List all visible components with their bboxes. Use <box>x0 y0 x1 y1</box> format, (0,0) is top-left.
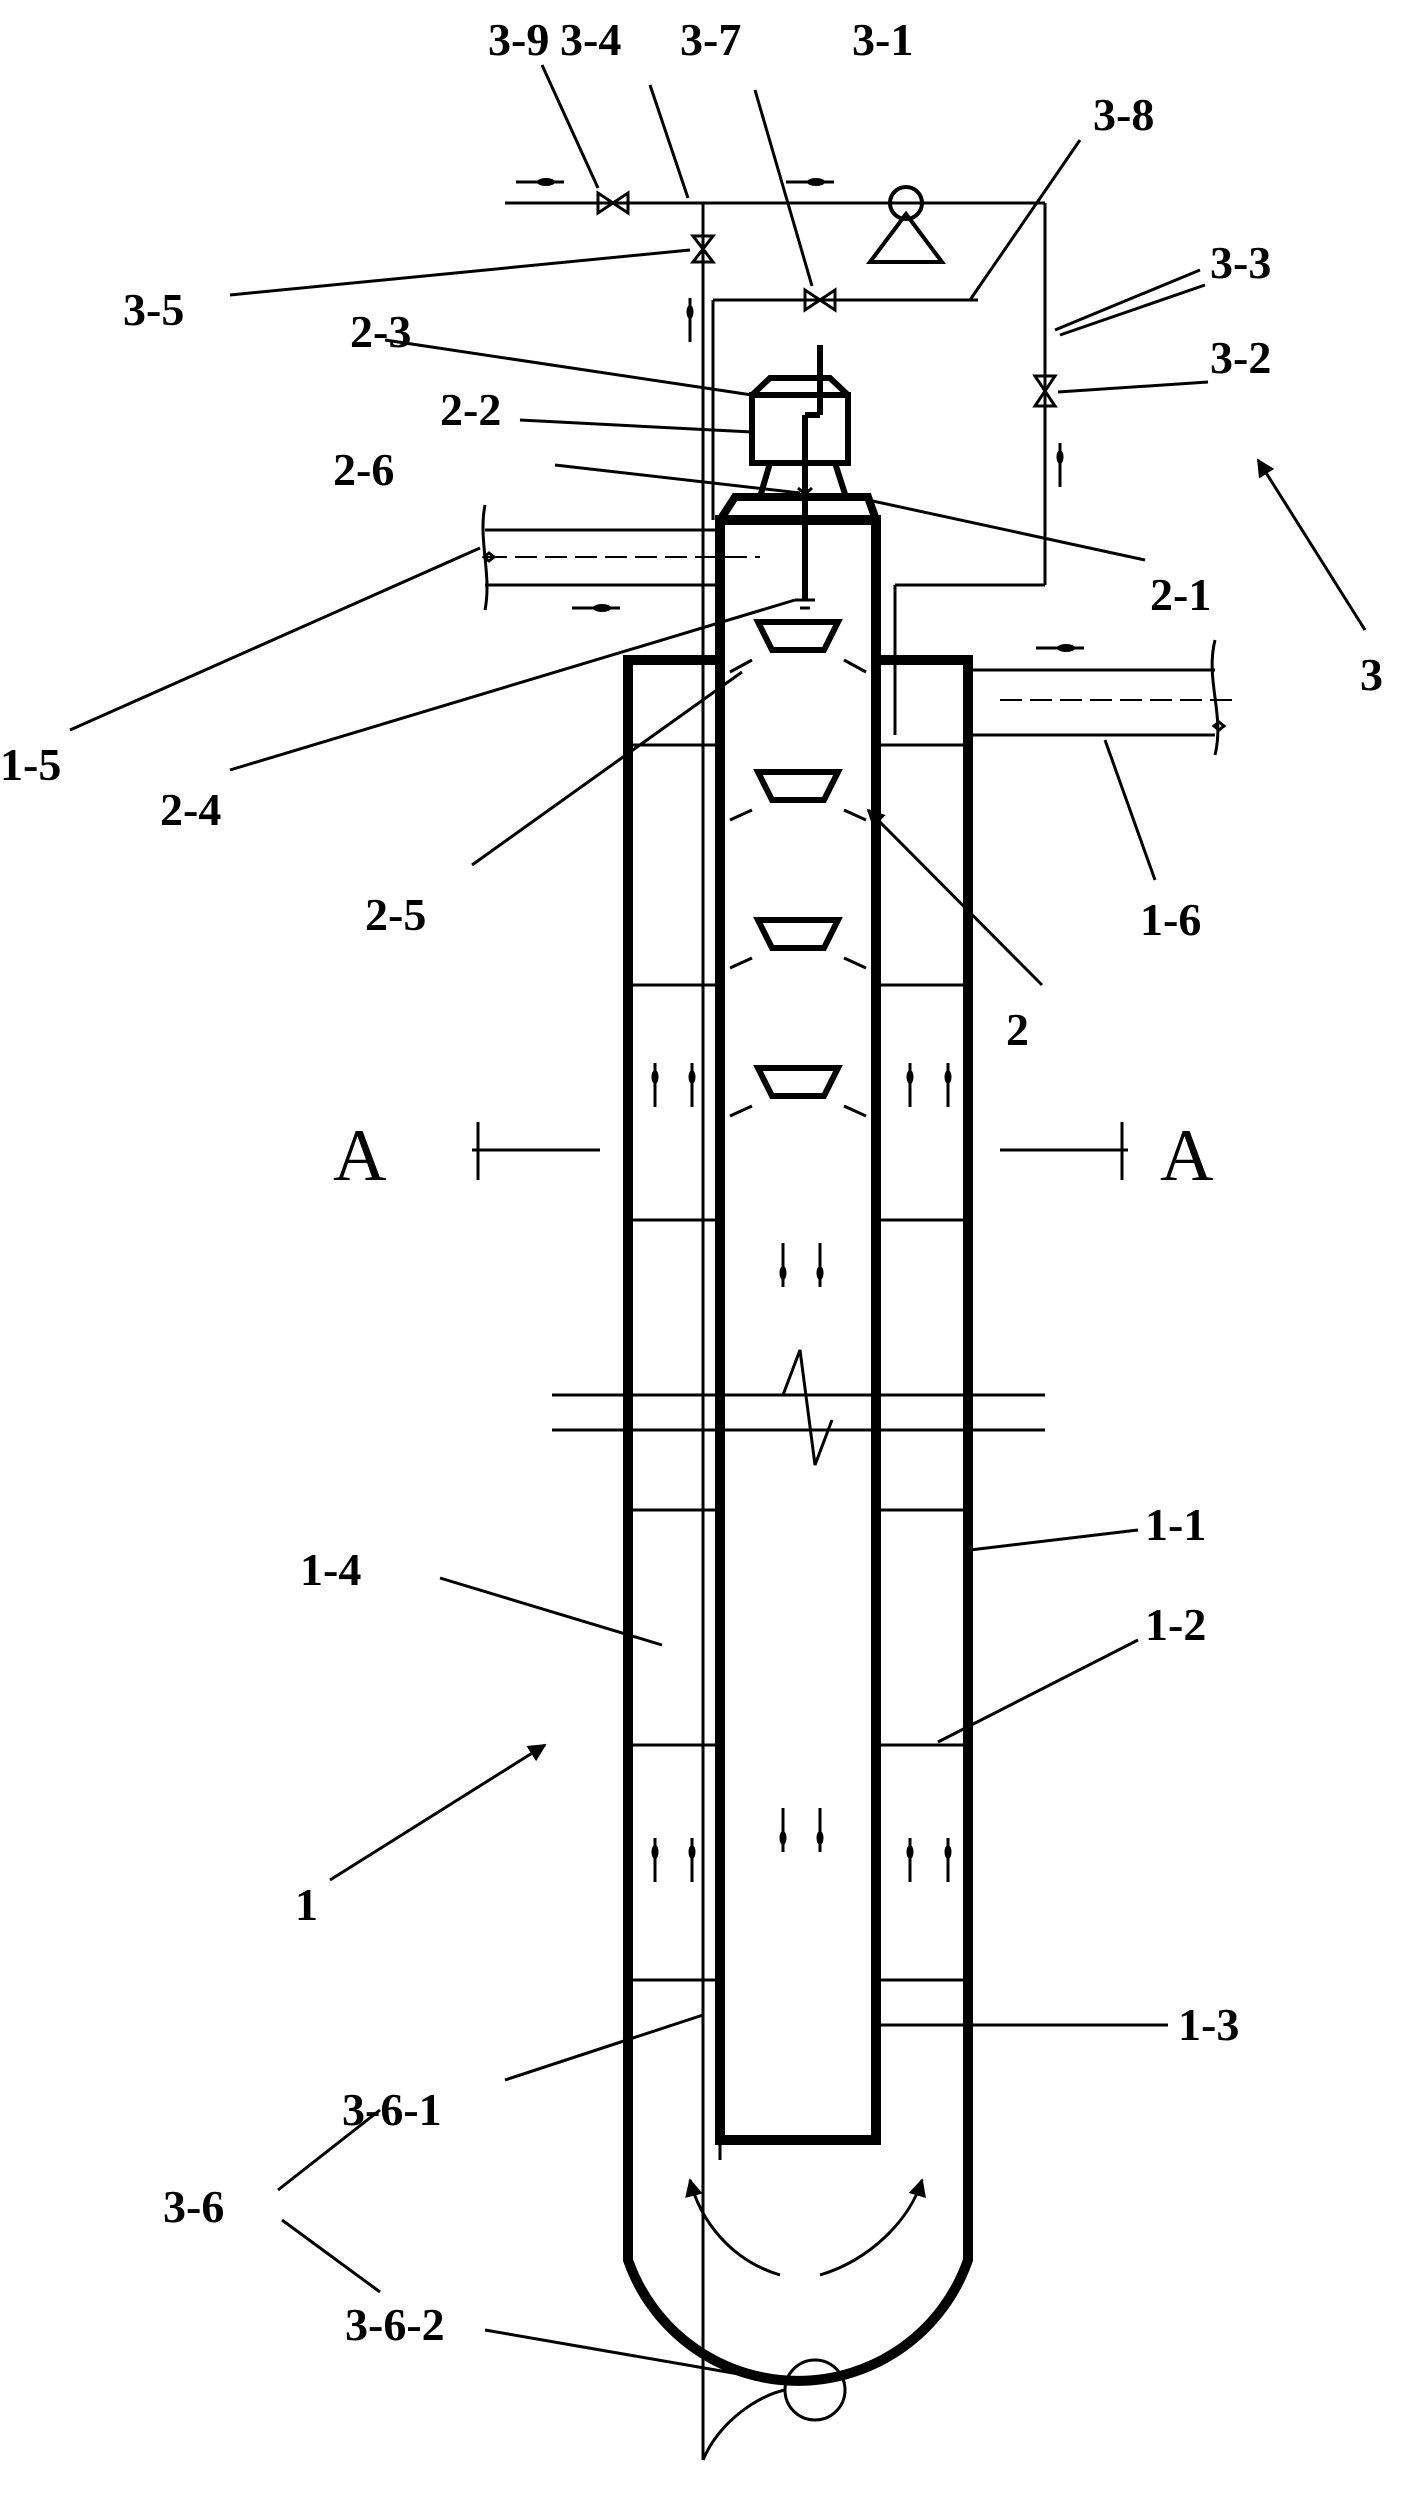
label-3-9: 3-9 <box>488 14 549 65</box>
label-2-3: 2-3 <box>350 306 411 357</box>
label-2-2: 2-2 <box>440 384 501 435</box>
label-1-5: 1-5 <box>0 739 61 790</box>
section-label-right: A <box>1160 1115 1213 1197</box>
label-3: 3 <box>1360 649 1383 700</box>
section-line <box>472 1122 1128 1180</box>
flow-arrows <box>650 1061 953 2277</box>
section-label-left: A <box>333 1115 386 1197</box>
label-2-5: 2-5 <box>365 889 426 940</box>
inner-riser-tube <box>715 515 881 2145</box>
label-2: 2 <box>1006 1004 1029 1055</box>
label-3-6-2: 3-6-2 <box>345 2299 445 2350</box>
label-2-6: 2-6 <box>333 444 394 495</box>
top-head-assembly <box>716 345 880 610</box>
baffle-plates <box>628 743 968 1982</box>
leader-lines <box>69 64 1367 2384</box>
label-2-4: 2-4 <box>160 784 221 835</box>
valve-3-5 <box>689 234 717 264</box>
outlet-pipe <box>968 639 1240 756</box>
label-3-1: 3-1 <box>852 14 913 65</box>
valve-3-7 <box>803 287 837 313</box>
label-3-8: 3-8 <box>1093 89 1154 140</box>
pump <box>866 185 946 264</box>
part-labels: 3-9 3-4 3-7 3-1 3-8 3-5 3-3 2-3 3-2 2-2 … <box>0 14 1383 2350</box>
label-1-4: 1-4 <box>300 1544 361 1595</box>
label-1-1: 1-1 <box>1145 1499 1206 1550</box>
label-1: 1 <box>295 1879 318 1930</box>
label-2-1: 2-1 <box>1150 569 1211 620</box>
label-3-3: 3-3 <box>1210 237 1271 288</box>
bottom-distributor <box>701 2358 847 2461</box>
valve-3-2 <box>1032 374 1058 408</box>
label-1-2: 1-2 <box>1145 1599 1206 1650</box>
valve-3-9 <box>596 190 630 216</box>
label-3-7: 3-7 <box>680 14 741 65</box>
label-3-6-1: 3-6-1 <box>342 2084 442 2135</box>
label-1-3: 1-3 <box>1178 1999 1239 2050</box>
cone-distributors <box>729 622 867 1118</box>
label-3-5: 3-5 <box>123 284 184 335</box>
label-3-4: 3-4 <box>560 14 621 65</box>
label-3-2: 3-2 <box>1210 332 1271 383</box>
label-3-6: 3-6 <box>163 2181 224 2232</box>
label-1-6: 1-6 <box>1140 894 1201 945</box>
inlet-pipe <box>481 504 760 614</box>
break-symbol <box>552 1349 1045 1466</box>
